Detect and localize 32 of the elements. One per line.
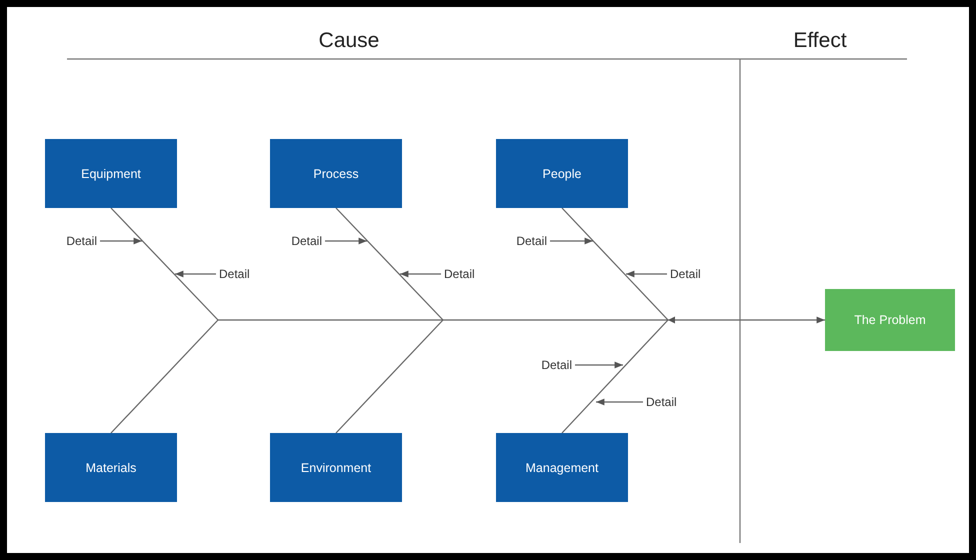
bone-line [110,208,218,320]
bone-line [562,208,668,320]
detail-label: Detail [219,267,250,281]
arrow [400,270,441,278]
arrow [596,398,643,406]
cause-box: People [496,139,628,208]
arrow [626,270,667,278]
cause-box: Management [496,433,628,502]
detail-label: Detail [670,267,701,281]
detail-label: Detail [541,358,572,372]
arrow [550,238,593,244]
effect-box: The Problem [825,289,955,351]
bone-line [336,320,444,434]
arrow [325,238,367,244]
column-heading: Cause [318,29,380,53]
cause-box: Process [270,139,402,208]
column-heading: Effect [793,29,847,53]
spine-arrow [218,316,825,324]
detail-label: Detail [291,234,322,248]
detail-label: Detail [444,267,475,281]
cause-box: Equipment [45,139,177,208]
arrow [175,270,216,278]
arrow [575,362,623,368]
detail-label: Detail [66,234,97,248]
bone-line [336,208,444,320]
detail-label: Detail [646,395,677,409]
cause-box: Materials [45,433,177,502]
detail-label: Detail [516,234,547,248]
bone-line [110,320,218,434]
arrow [100,238,142,244]
bone-line [562,320,668,434]
cause-box: Environment [270,433,402,502]
